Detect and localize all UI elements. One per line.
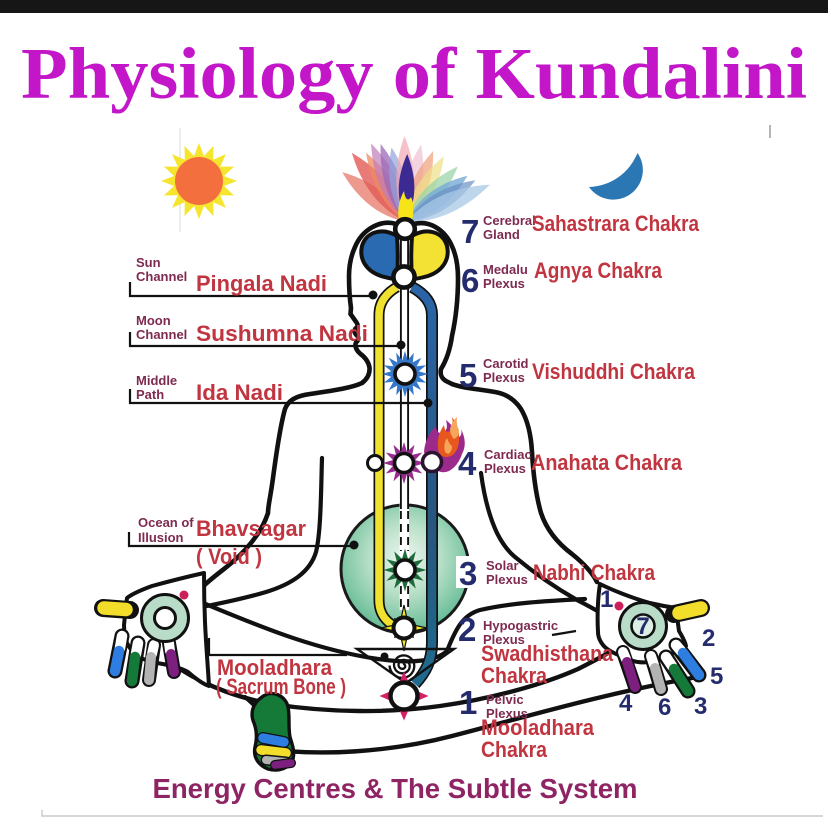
svg-text:Sushumna Nadi: Sushumna Nadi bbox=[196, 321, 368, 346]
svg-text:Pingala Nadi: Pingala Nadi bbox=[196, 271, 327, 296]
svg-text:Chakra: Chakra bbox=[481, 663, 547, 688]
svg-text:5: 5 bbox=[710, 663, 723, 690]
svg-text:7: 7 bbox=[636, 613, 649, 640]
svg-text:Pelvic: Pelvic bbox=[486, 692, 524, 707]
svg-text:Ida Nadi: Ida Nadi bbox=[196, 380, 283, 405]
svg-text:Solar: Solar bbox=[486, 558, 519, 573]
svg-text:Vishuddhi Chakra: Vishuddhi Chakra bbox=[532, 359, 695, 384]
svg-text:Physiology of Kundalini: Physiology of Kundalini bbox=[21, 33, 807, 114]
svg-text:Middle: Middle bbox=[136, 373, 177, 388]
svg-text:Cardiac: Cardiac bbox=[484, 447, 532, 462]
svg-text:Bhavsagar: Bhavsagar bbox=[196, 516, 306, 541]
svg-text:6: 6 bbox=[461, 262, 479, 299]
svg-text:1: 1 bbox=[600, 586, 613, 613]
svg-text:Hypogastric: Hypogastric bbox=[483, 618, 558, 633]
svg-text:Plexus: Plexus bbox=[486, 706, 528, 721]
svg-text:Cerebral: Cerebral bbox=[483, 213, 536, 228]
svg-text:5: 5 bbox=[459, 357, 477, 394]
svg-text:Carotid: Carotid bbox=[483, 356, 529, 371]
svg-text:Plexus: Plexus bbox=[483, 276, 525, 291]
svg-text:Ocean of: Ocean of bbox=[138, 515, 194, 530]
svg-text:( Sacrum Bone ): ( Sacrum Bone ) bbox=[216, 674, 346, 699]
svg-text:1: 1 bbox=[459, 684, 477, 721]
svg-text:7: 7 bbox=[461, 213, 479, 250]
svg-text:Moon: Moon bbox=[136, 313, 171, 328]
svg-text:Channel: Channel bbox=[136, 327, 187, 342]
svg-text:4: 4 bbox=[458, 445, 477, 482]
svg-text:2: 2 bbox=[458, 611, 476, 648]
svg-text:Sahastrara Chakra: Sahastrara Chakra bbox=[532, 211, 699, 236]
svg-text:Medalu: Medalu bbox=[483, 262, 528, 277]
svg-text:Path: Path bbox=[136, 387, 164, 402]
svg-text:6: 6 bbox=[658, 694, 671, 721]
svg-text:Agnya Chakra: Agnya Chakra bbox=[534, 258, 662, 283]
svg-text:Chakra: Chakra bbox=[481, 737, 547, 762]
svg-text:Anahata Chakra: Anahata Chakra bbox=[531, 450, 682, 475]
svg-text:Plexus: Plexus bbox=[486, 572, 528, 587]
svg-text:3: 3 bbox=[694, 693, 707, 720]
svg-text:Illusion: Illusion bbox=[138, 530, 184, 545]
svg-text:Mooladhara: Mooladhara bbox=[217, 655, 332, 680]
svg-text:Mooladhara: Mooladhara bbox=[481, 715, 594, 740]
svg-text:4: 4 bbox=[619, 690, 633, 717]
svg-text:Plexus: Plexus bbox=[484, 461, 526, 476]
svg-text:Swadhisthana: Swadhisthana bbox=[481, 641, 613, 666]
svg-text:Plexus: Plexus bbox=[483, 370, 525, 385]
svg-text:Energy Centres & The Subtle Sy: Energy Centres & The Subtle System bbox=[153, 773, 638, 804]
svg-text:Channel: Channel bbox=[136, 269, 187, 284]
svg-text:Nabhi Chakra: Nabhi Chakra bbox=[533, 560, 655, 585]
svg-text:Gland: Gland bbox=[483, 227, 520, 242]
svg-text:Plexus: Plexus bbox=[483, 632, 525, 647]
svg-text:2: 2 bbox=[702, 625, 715, 652]
svg-text:Sun: Sun bbox=[136, 255, 161, 270]
svg-text:( Void ): ( Void ) bbox=[196, 544, 262, 569]
svg-text:3: 3 bbox=[459, 555, 477, 592]
